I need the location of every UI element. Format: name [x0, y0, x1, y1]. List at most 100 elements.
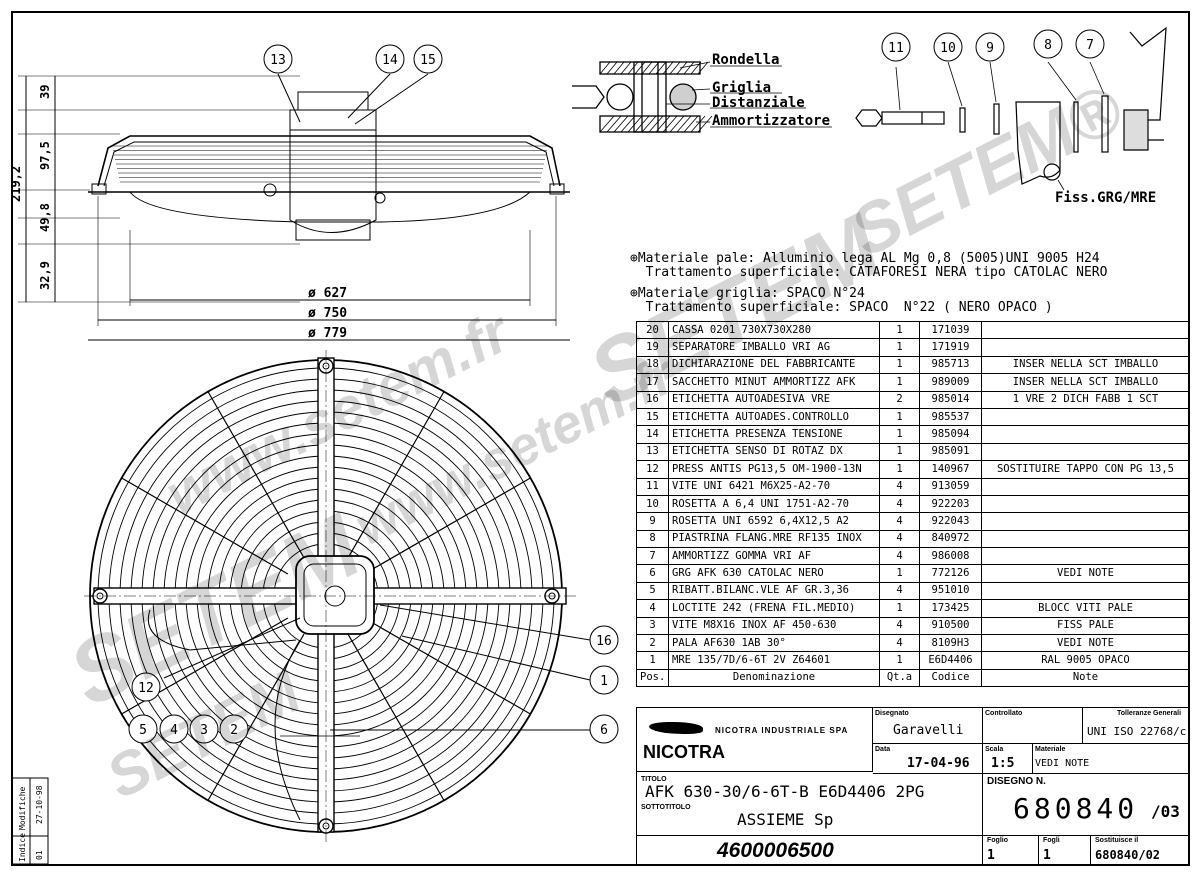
- bom-cell-name: CASSA 0201 730X730X280: [668, 320, 880, 340]
- bom-cell-note: [981, 320, 1190, 340]
- bom-cell-name: GRG AFK 630 CATOLAC NERO: [668, 564, 880, 583]
- balloon-12: [131, 672, 161, 702]
- bom-cell-qty: 4: [879, 616, 920, 636]
- rev-label-modifiche: Modifiche: [18, 786, 27, 830]
- cell-tolleranze: Tolleranze Generali UNI ISO 22768/c: [1083, 708, 1188, 744]
- value-titolo: AFK 630-30/6-6T-B E6D4406 2PG: [645, 782, 925, 801]
- bom-cell-pos: 11: [636, 477, 669, 496]
- bom-cell-note: [981, 581, 1190, 601]
- value-foglio: 1: [987, 848, 995, 863]
- bom-cell-qty: 1: [879, 564, 920, 583]
- balloon-5: [128, 714, 158, 744]
- balloon-label-8: 8: [1044, 38, 1052, 53]
- label-disegnato: Disegnato: [875, 710, 909, 717]
- bom-cell-qty: 1: [879, 373, 920, 392]
- label-data: Data: [875, 746, 891, 753]
- balloon-label-5: 5: [139, 723, 147, 738]
- label-fogli: Fogli: [1043, 837, 1060, 844]
- side-view: [18, 75, 570, 341]
- bom-cell-qty: 4: [879, 581, 920, 601]
- value-code: 4600006500: [717, 839, 834, 862]
- bom-cell-note: INSER NELLA SCT IMBALLO: [981, 355, 1190, 375]
- bom-cell-qty: 1: [879, 407, 920, 427]
- revision-block: [11, 777, 49, 865]
- bom-cell-code: 913059: [919, 477, 982, 496]
- bom-cell-name: AMMORTIZZ GOMMA VRI AF: [668, 547, 880, 566]
- title-block: NICOTRA INDUSTRIALE SPA NICOTRA Disegnat…: [636, 707, 1189, 865]
- bom-cell-note: VEDI NOTE: [981, 634, 1190, 653]
- value-revision: /03: [1151, 802, 1180, 821]
- bom-cell-note: [981, 547, 1190, 566]
- balloon-label-4: 4: [170, 723, 178, 738]
- bom-cell-pos: 4: [636, 599, 669, 618]
- balloon-16: [589, 625, 619, 655]
- balloon-label-14: 14: [382, 53, 398, 68]
- bom-cell-note: [981, 425, 1190, 444]
- bom-cell-note: [981, 477, 1190, 496]
- dim-627: ø 627: [308, 286, 347, 301]
- bom-cell-qty: 1: [879, 599, 920, 618]
- balloon-3: [189, 714, 219, 744]
- bom-cell-name: VITE M8X16 INOX AF 450-630: [668, 616, 880, 636]
- value-disegnato: Garavelli: [893, 723, 964, 738]
- balloon-label-11: 11: [888, 41, 904, 56]
- bom-cell-pos: 17: [636, 373, 669, 392]
- bom-cell-note: INSER NELLA SCT IMBALLO: [981, 373, 1190, 392]
- balloon-2: [219, 714, 249, 744]
- bom-cell-note: RAL 9005 OPACO: [981, 651, 1190, 670]
- balloon-11: [881, 32, 911, 62]
- bom-cell-pos: 9: [636, 512, 669, 531]
- balloon-7: [1075, 29, 1105, 59]
- balloon-1: [589, 665, 619, 695]
- cell-titolo: TITOLO AFK 630-30/6-6T-B E6D4406 2PG SOT…: [637, 774, 983, 836]
- logo-cell: NICOTRA INDUSTRIALE SPA NICOTRA: [637, 708, 873, 772]
- bom-cell-qty: 1: [879, 338, 920, 357]
- bom-cell-name: ETICHETTA PRESENZA TENSIONE: [668, 425, 880, 444]
- label-ammortizzatore: Ammortizzatore: [712, 113, 830, 129]
- bom-cell-pos: 15: [636, 407, 669, 427]
- bom-cell-pos: 10: [636, 494, 669, 514]
- bom-cell-code: 986008: [919, 547, 982, 566]
- balloon-label-16: 16: [596, 634, 612, 649]
- bom-cell-note: [981, 442, 1190, 462]
- balloon-label-15: 15: [420, 53, 436, 68]
- note-line-4: Trattamento superficiale: SPACO N°22 ( N…: [630, 300, 1053, 315]
- cell-scala: Scala 1:5: [983, 744, 1033, 774]
- label-sottotitolo: SOTTOTITOLO: [641, 804, 691, 811]
- bom-cell-name: SACCHETTO MINUT AMMORTIZZ AFK: [668, 373, 880, 392]
- bom-cell-name: ROSETTA UNI 6592 6,4X12,5 A2: [668, 512, 880, 531]
- bom-cell-pos: 13: [636, 442, 669, 462]
- bom-cell-name: ETICHETTA SENSO DI ROTAZ DX: [668, 442, 880, 462]
- bom-cell-name: ETICHETTA AUTOADESIVA VRE: [668, 390, 880, 409]
- bom-cell-note: SOSTITUIRE TAPPO CON PG 13,5: [981, 460, 1190, 479]
- bom-cell-qty: 2: [879, 390, 920, 409]
- bom-cell-qty: 1: [879, 355, 920, 375]
- bom-cell-qty: 4: [879, 529, 920, 549]
- label-foglio: Foglio: [987, 837, 1008, 844]
- bom-cell-pos: 5: [636, 581, 669, 601]
- balloon-8: [1033, 29, 1063, 59]
- value-disegno: 680840: [1013, 792, 1139, 825]
- note-line-3: ⊕Materiale griglia: SPACO N°24: [630, 286, 865, 301]
- balloon-label-3: 3: [200, 723, 208, 738]
- bom-cell-code: 989009: [919, 373, 982, 392]
- bom-cell-note: [981, 529, 1190, 549]
- note-line-1: ⊕Materiale pale: Alluminio lega AL Mg 0,…: [630, 251, 1100, 266]
- bom-cell-qty: 4: [879, 494, 920, 514]
- bom-cell-pos: 12: [636, 460, 669, 479]
